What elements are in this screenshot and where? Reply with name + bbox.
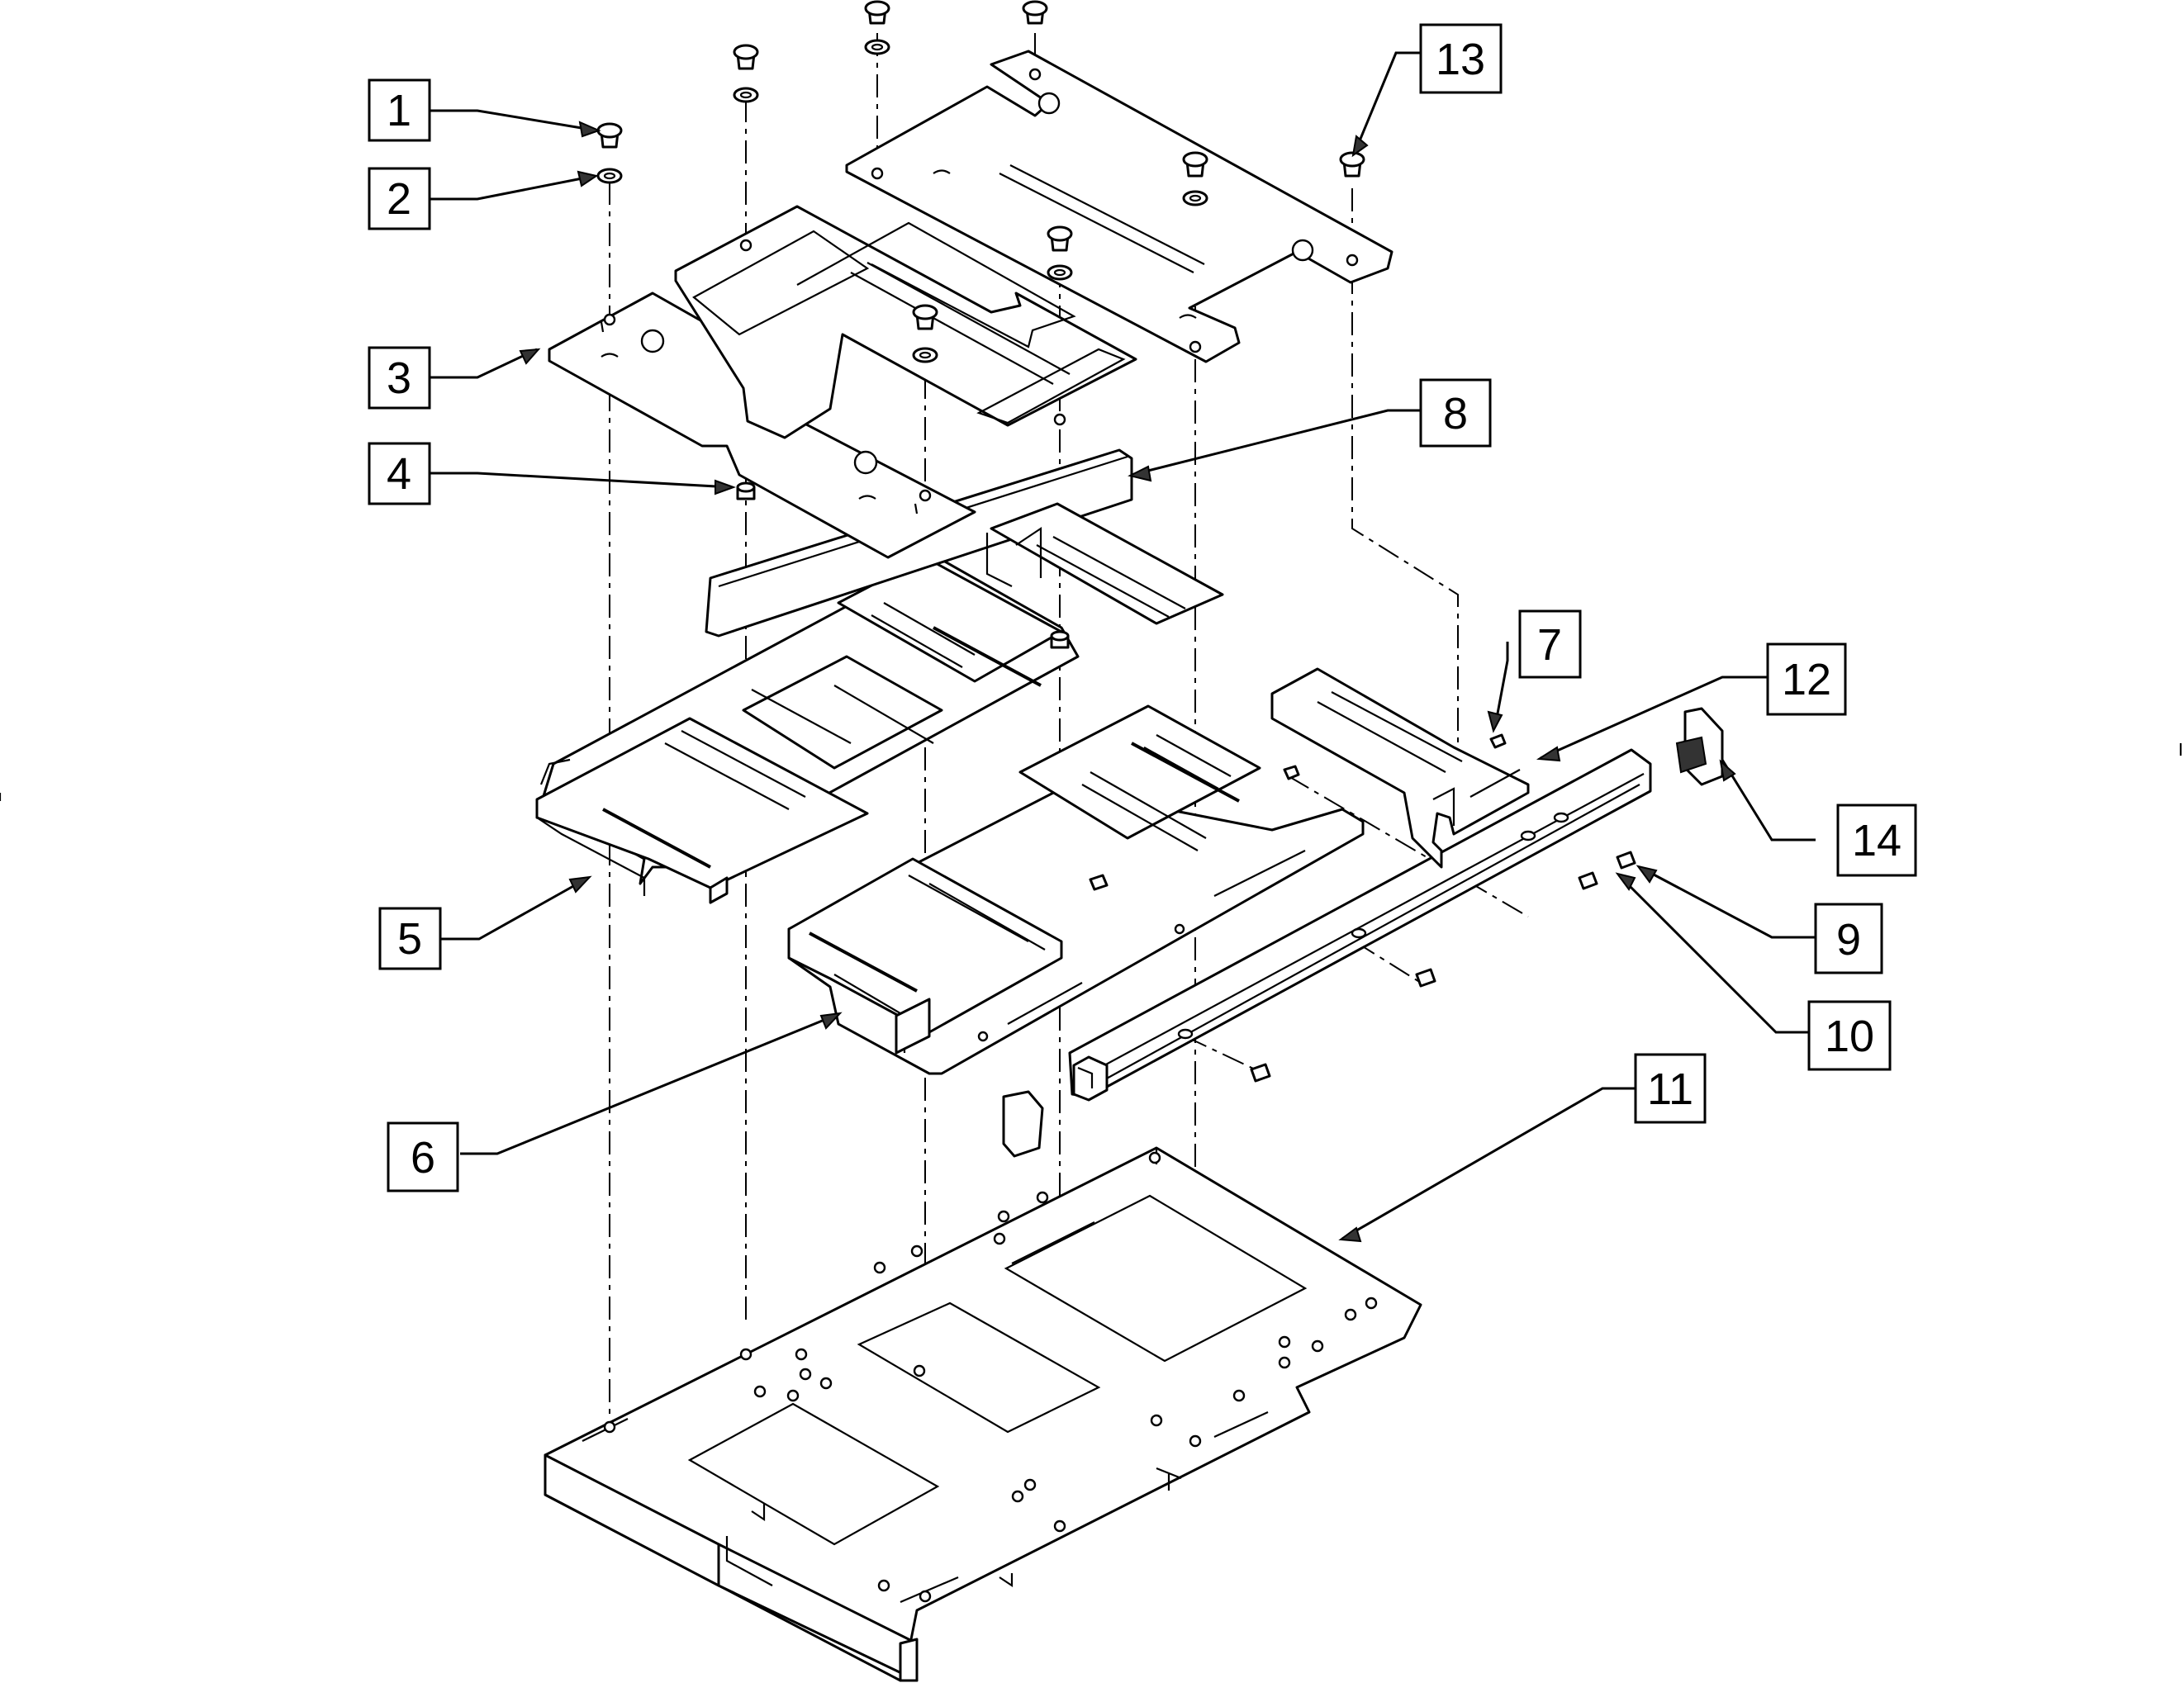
callout-11-label: 11 — [1647, 1064, 1693, 1114]
plate-right — [845, 50, 1393, 363]
screw-e — [1182, 151, 1208, 178]
callout-3-label: 3 — [387, 353, 411, 403]
callout-5-label: 5 — [397, 914, 422, 964]
spacers — [736, 481, 1070, 649]
callout-2: 2 — [368, 167, 431, 230]
callout-12-label: 12 — [1782, 655, 1831, 704]
callout-4-label: 4 — [387, 449, 411, 499]
callout-11: 11 — [1634, 1053, 1707, 1124]
screw-f — [1047, 225, 1073, 252]
callout-2-label: 2 — [387, 174, 411, 224]
screws-top — [596, 0, 1365, 330]
callout-7-label: 7 — [1537, 620, 1562, 670]
arrowheads — [519, 121, 1736, 1243]
base-plate — [544, 1146, 1422, 1682]
screw-d — [1339, 151, 1365, 178]
end-cap-left — [1002, 1090, 1044, 1158]
callout-4: 4 — [368, 442, 431, 505]
screw-b — [864, 0, 890, 25]
callout-14-label: 14 — [1852, 816, 1902, 865]
end-cap-right — [1675, 707, 1724, 786]
callout-8-label: 8 — [1443, 389, 1468, 439]
callout-6-label: 6 — [411, 1133, 435, 1183]
plate-middle — [674, 205, 1137, 439]
leader-lines — [430, 51, 1821, 1240]
callout-3: 3 — [368, 346, 431, 410]
side-rail — [1068, 748, 1652, 1102]
callout-13-label: 13 — [1436, 35, 1485, 84]
callout-10: 10 — [1807, 1000, 1892, 1071]
callout-10-label: 10 — [1825, 1012, 1874, 1061]
screw-g — [912, 304, 938, 330]
lower-frame-rear — [535, 556, 1080, 904]
callout-13: 13 — [1419, 23, 1503, 94]
screw-a — [733, 44, 759, 70]
callout-6: 6 — [387, 1121, 459, 1192]
callout-1: 1 — [368, 78, 431, 142]
callout-8: 8 — [1419, 378, 1492, 448]
callout-5: 5 — [378, 907, 442, 970]
callout-9-label: 9 — [1836, 915, 1861, 965]
screws-rail — [1089, 733, 1636, 1083]
callout-14: 14 — [1836, 804, 1917, 877]
callout-7: 7 — [1518, 609, 1582, 679]
washers — [596, 39, 1208, 363]
callout-9: 9 — [1814, 903, 1883, 974]
lower-frame-front — [787, 704, 1365, 1075]
screw-1 — [596, 122, 623, 149]
callout-12: 12 — [1766, 642, 1847, 716]
screw-c — [1022, 0, 1048, 25]
top-rail — [705, 448, 1224, 638]
callout-1-label: 1 — [387, 86, 411, 135]
right-bracket — [1270, 667, 1530, 869]
